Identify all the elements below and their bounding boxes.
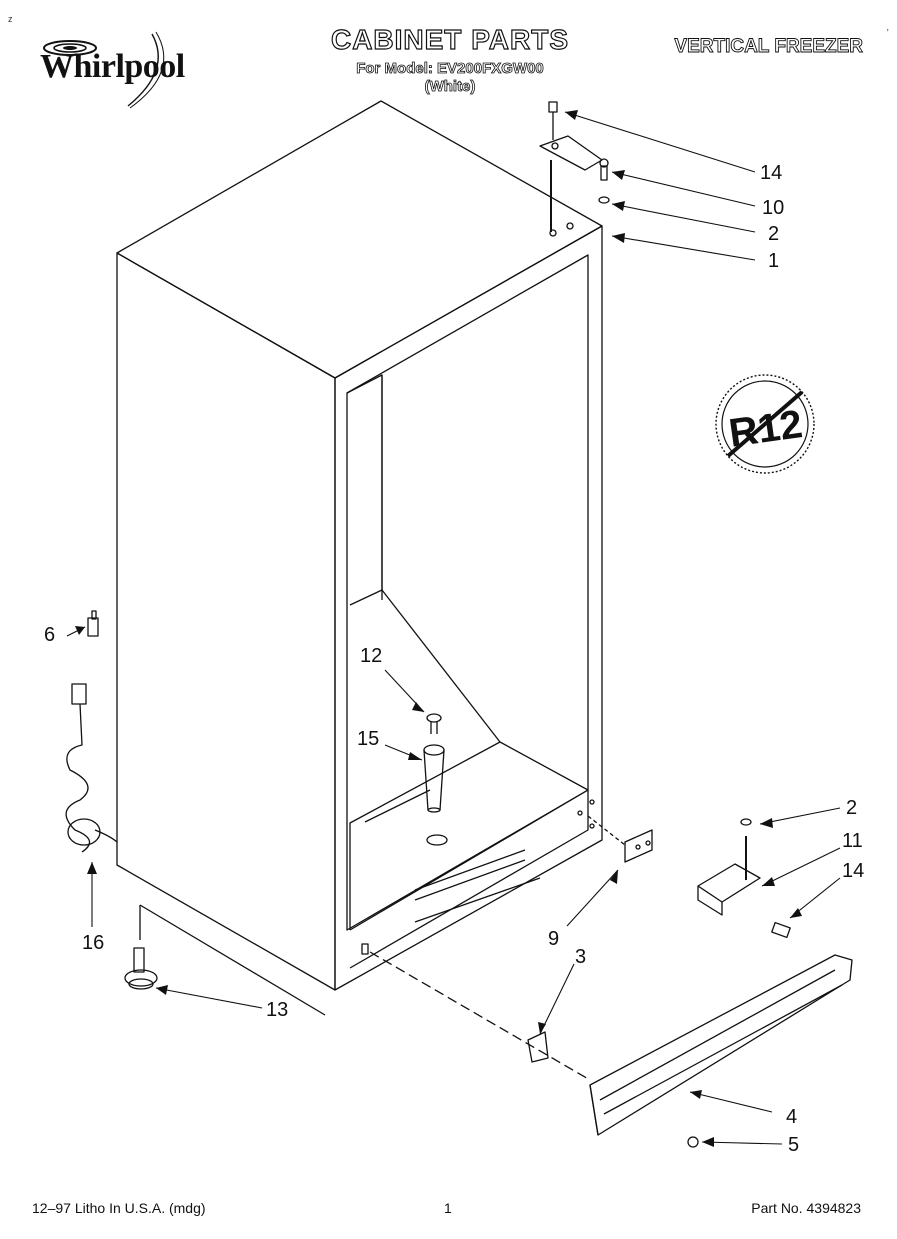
footer-page-number: 1 <box>444 1200 452 1216</box>
drain-tube <box>423 713 445 813</box>
page-title: CABINET PARTS <box>330 23 570 55</box>
model-number: For Model: EV200FXGW00 <box>356 60 544 78</box>
callout-11: 11 <box>842 830 863 852</box>
callout-2-bottom: 2 <box>846 797 858 819</box>
cord-clip <box>87 610 99 637</box>
callout-5: 5 <box>788 1134 800 1156</box>
whirlpool-swirl-icon <box>43 31 165 109</box>
whirlpool-logo <box>30 30 190 110</box>
footer-litho: 12–97 Litho In U.S.A. (mdg) <box>32 1200 206 1216</box>
bottom-hinge-assembly <box>577 799 791 939</box>
callout-9: 9 <box>548 928 560 950</box>
model-info: For Model: EV200FXGW00 (White) <box>320 60 580 96</box>
leader-lines <box>66 111 841 1145</box>
callout-14-bottom: 14 <box>842 860 865 882</box>
callout-3: 3 <box>575 946 587 968</box>
corner-mark-right: , <box>886 22 889 32</box>
r12-prohibited-badge: R12 <box>715 374 815 474</box>
callout-6: 6 <box>44 624 56 646</box>
callout-14-top: 14 <box>760 162 783 184</box>
brand-name: Whirlpool <box>40 48 185 85</box>
callout-1: 1 <box>768 250 780 272</box>
product-type: VERTICAL FREEZER <box>674 36 864 58</box>
callout-13: 13 <box>266 999 289 1021</box>
footer-part-number: Part No. 4394823 <box>751 1200 861 1216</box>
leveling-leg <box>124 904 326 1016</box>
toe-grille <box>369 951 853 1148</box>
top-hinge-assembly <box>539 101 610 237</box>
callout-2-top: 2 <box>768 223 780 245</box>
callout-15: 15 <box>357 728 380 750</box>
callout-16: 16 <box>82 932 105 954</box>
cabinet-shell <box>116 100 603 991</box>
callout-12: 12 <box>360 645 383 667</box>
model-color: (White) <box>424 78 476 96</box>
power-cord <box>65 683 118 853</box>
callout-10: 10 <box>762 197 785 219</box>
callout-4: 4 <box>786 1106 798 1128</box>
arrow-heads <box>75 110 802 1147</box>
corner-mark-left: z <box>8 14 13 24</box>
